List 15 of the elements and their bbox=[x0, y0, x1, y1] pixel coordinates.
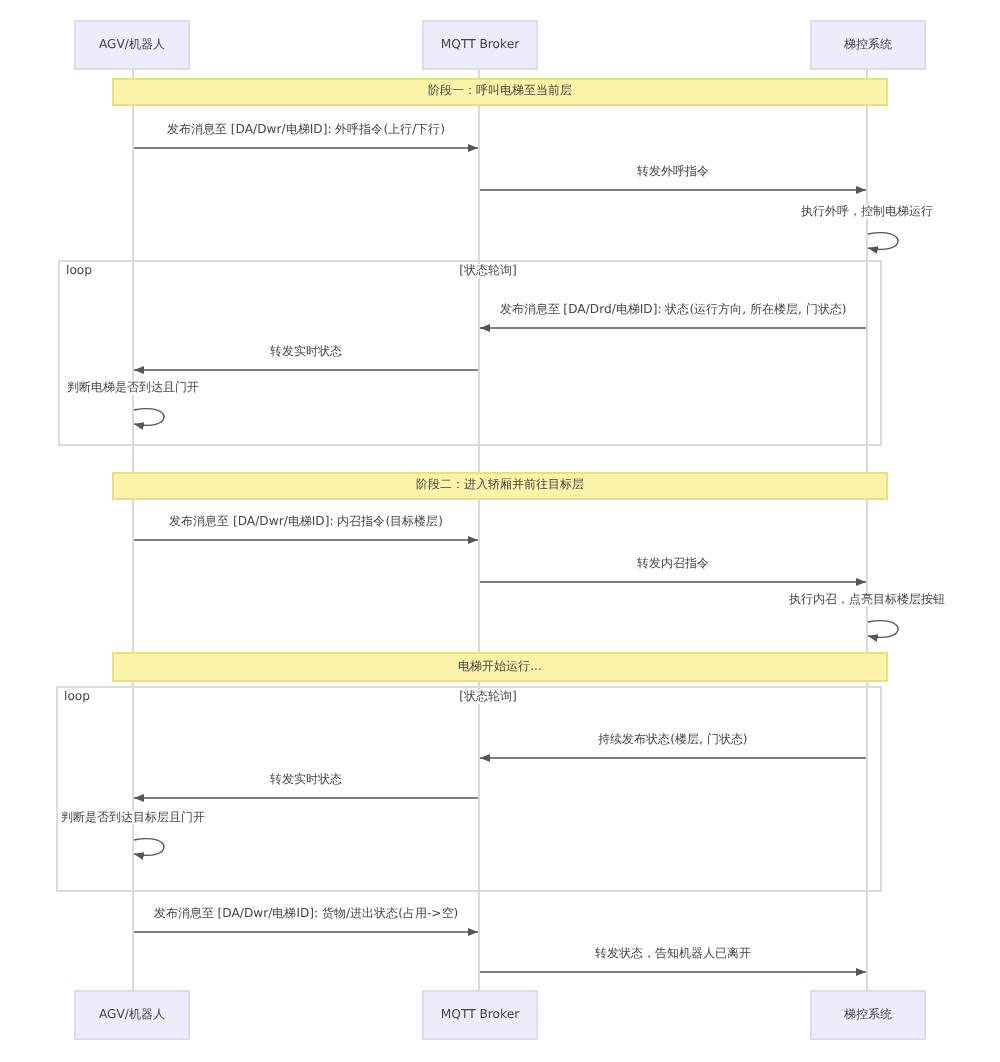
message-arrow bbox=[479, 324, 867, 332]
message-arrow bbox=[479, 754, 867, 762]
lifeline bbox=[478, 70, 480, 990]
message-arrow bbox=[133, 794, 479, 802]
message-arrow bbox=[479, 186, 867, 194]
message-arrow bbox=[133, 144, 479, 152]
self-message-arrow bbox=[867, 232, 899, 254]
self-message-arrow bbox=[133, 408, 165, 430]
message-arrow bbox=[133, 366, 479, 374]
self-message-arrow bbox=[867, 620, 899, 642]
message-arrow bbox=[133, 536, 479, 544]
self-message-arrow bbox=[133, 838, 165, 860]
message-arrow bbox=[479, 968, 867, 976]
message-arrow bbox=[479, 578, 867, 586]
message-arrow bbox=[133, 928, 479, 936]
